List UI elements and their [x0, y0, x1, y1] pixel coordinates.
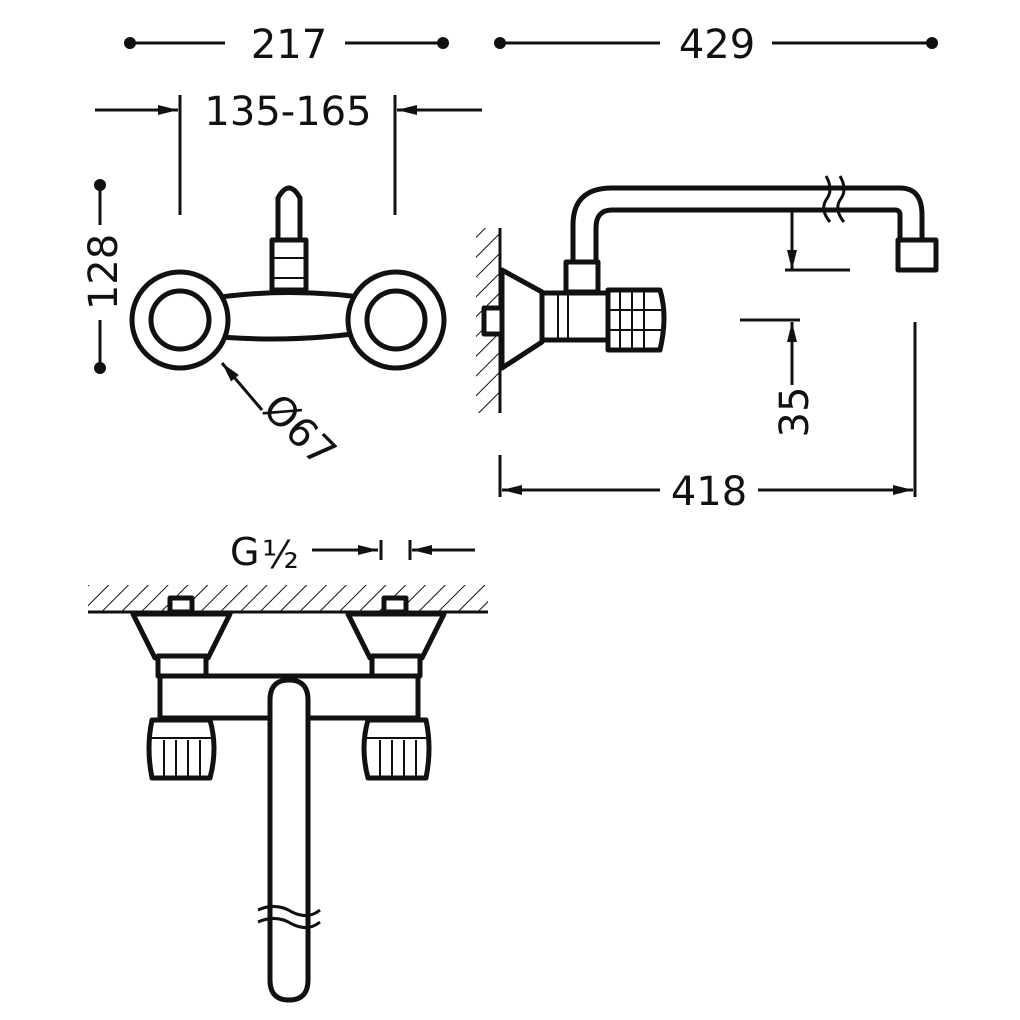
dimension-depth-top: 429 [494, 22, 938, 68]
top-view-mixer: G ½ [88, 530, 488, 1003]
dim-label-217: 217 [251, 22, 327, 68]
dim-label-135-165: 135-165 [204, 89, 371, 135]
dimension-width-top: 217 [124, 22, 449, 68]
front-view-mixer: Ø67 [129, 185, 447, 476]
dim-label-thread-fraction: ½ [262, 533, 299, 577]
dim-label-35: 35 [772, 387, 818, 438]
side-view-mixer: 35 418 [476, 175, 939, 515]
dim-label-diameter: Ø67 [254, 385, 345, 476]
dim-label-418: 418 [671, 469, 747, 515]
dim-label-128: 128 [81, 234, 127, 310]
dimension-center-range: 135-165 [95, 89, 482, 215]
dimension-height-128: 128 [81, 179, 127, 374]
dim-label-thread-prefix: G [230, 530, 259, 574]
dim-label-429: 429 [679, 22, 755, 68]
